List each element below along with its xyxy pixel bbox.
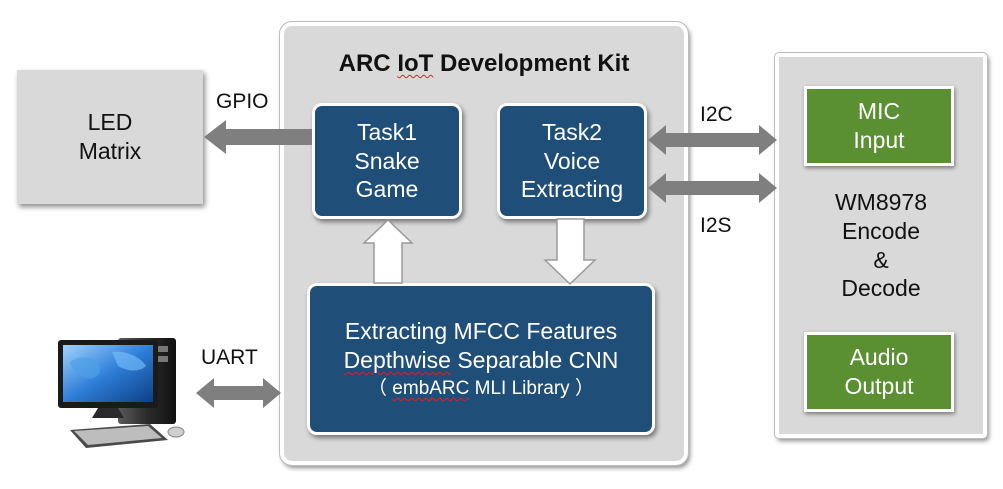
mfcc-cnn-box: Extracting MFCC Features Depthwise Separ… — [307, 283, 655, 435]
mic-input-label-line2: Input — [853, 127, 905, 153]
cnn-label: Depthwise Separable CNN — [343, 347, 619, 374]
down-arrow-from-task2 — [543, 218, 597, 286]
up-arrow-to-task1 — [362, 218, 414, 284]
i2s-arrow — [648, 173, 777, 203]
uart-arrow — [196, 378, 281, 408]
kit-title: ARC IoT Development Kit — [338, 50, 630, 77]
wm8978-label-line2: Encode — [841, 217, 920, 244]
audio-output-label-line2: Output — [844, 373, 914, 399]
uart-label: UART — [201, 346, 258, 369]
task1-box: Task1 Snake Game — [312, 103, 462, 219]
wm8978-label-line4: Decode — [841, 275, 921, 302]
task2-label-line1: Task2 — [541, 118, 603, 145]
task1-label-line1: Task1 — [356, 118, 418, 145]
audio-output-box: Audio Output — [804, 332, 954, 412]
task2-box: Task2 Voice Extracting — [497, 103, 647, 219]
i2s-label: I2S — [700, 214, 732, 237]
task1-label-line2: Snake — [354, 147, 420, 174]
led-matrix-box: LED Matrix — [17, 70, 203, 204]
wm8978-label-line1: WM8978 — [834, 189, 928, 215]
led-matrix-label-line2: Matrix — [78, 138, 142, 164]
led-matrix-label-line1: LED — [87, 109, 133, 136]
mic-input-box: MIC Input — [804, 86, 954, 166]
computer-icon — [58, 338, 185, 448]
gpio-label: GPIO — [216, 90, 269, 113]
audio-output-label-line1: Audio — [849, 344, 909, 371]
gpio-arrow — [204, 120, 312, 154]
task2-label-line3: Extracting — [520, 176, 624, 203]
mli-library-label: （ embARC MLI Library ） — [368, 377, 594, 399]
task1-label-line3: Game — [355, 176, 419, 203]
wm8978-label: WM8978 Encode & Decode — [779, 188, 983, 303]
wm8978-label-line3: & — [873, 246, 889, 273]
i2c-label: I2C — [700, 103, 733, 126]
mic-input-label-line1: MIC — [857, 98, 901, 125]
task2-label-line2: Voice — [543, 147, 601, 174]
i2c-arrow — [648, 125, 777, 155]
mfcc-label: Extracting MFCC Features — [344, 318, 618, 345]
